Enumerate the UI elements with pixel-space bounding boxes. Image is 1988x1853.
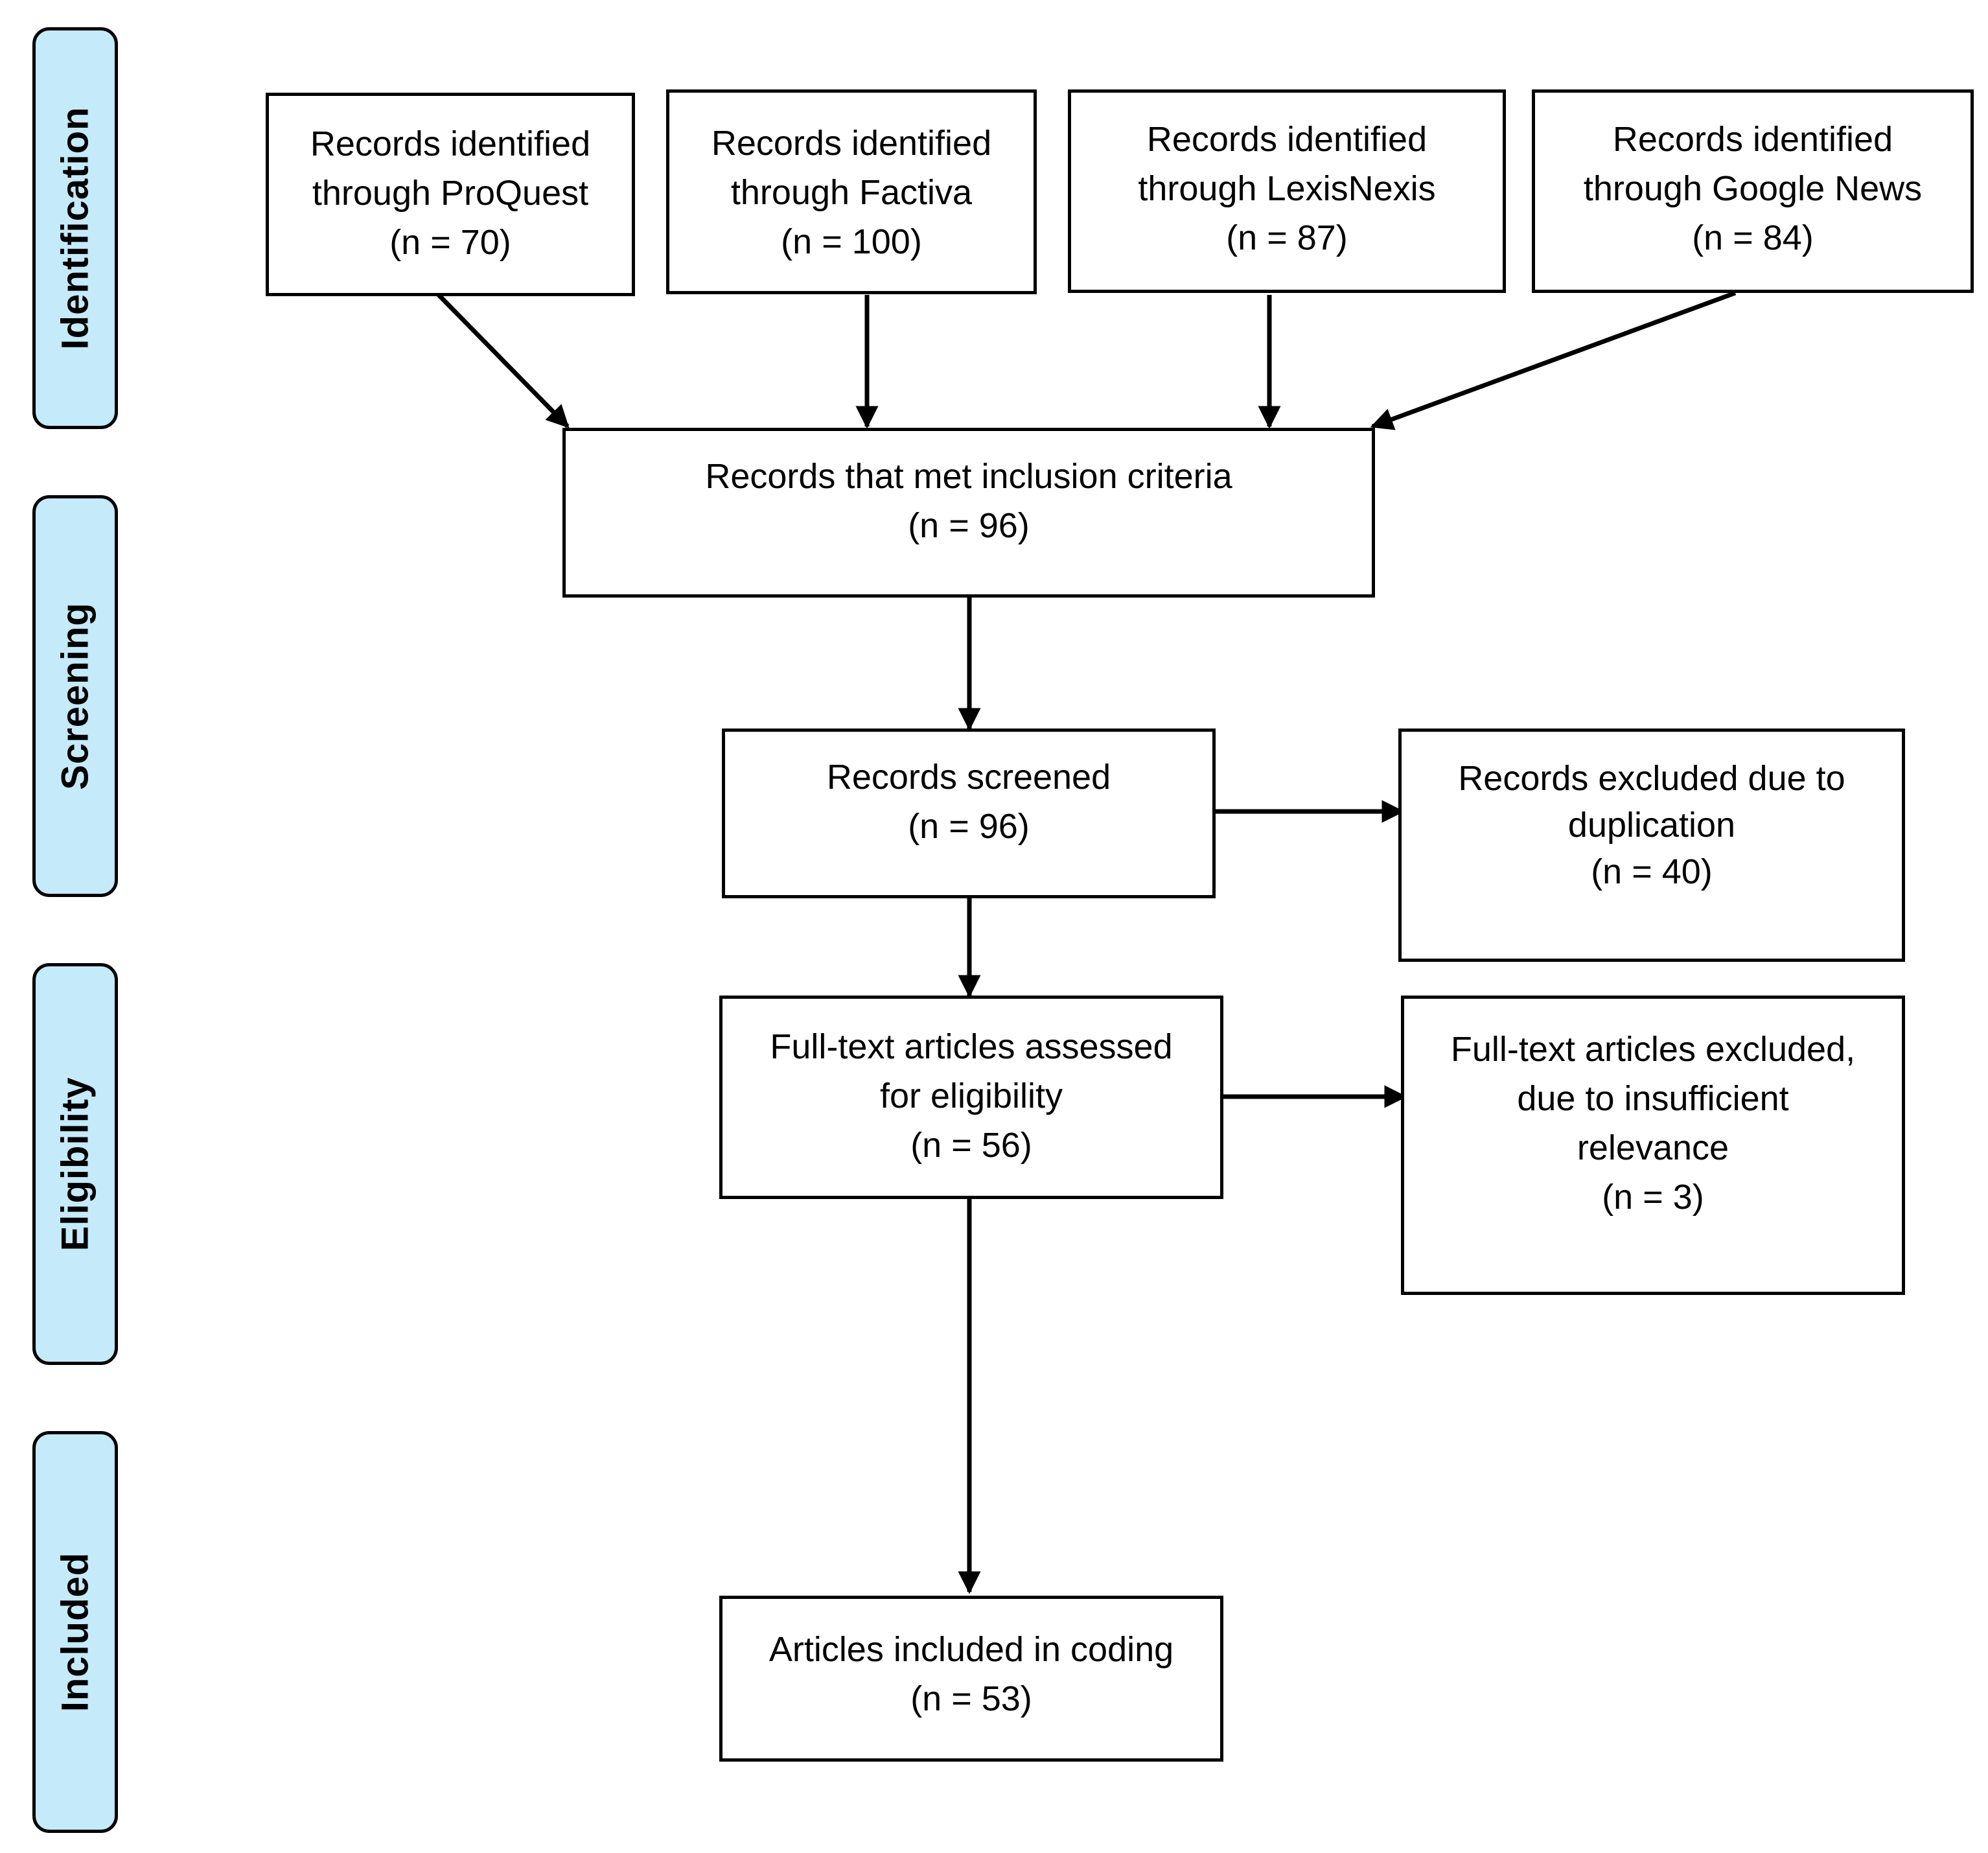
box-lexisnexis: Records identified through LexisNexis (n…: [1068, 89, 1506, 293]
stage-screening-label: Screening: [54, 602, 97, 790]
stage-screening: Screening: [32, 495, 118, 897]
box-excluded-duplication: Records excluded due to duplication (n =…: [1398, 728, 1905, 962]
box-articles-included: Articles included in coding (n = 53): [719, 1596, 1223, 1762]
box-excluded-relevance-line-4: (n = 3): [1602, 1178, 1704, 1217]
box-factiva-line-1: Records identified: [711, 124, 992, 163]
arrow-google-news-to-inclusion: [1370, 290, 1737, 430]
box-included-line-2: (n = 53): [910, 1679, 1032, 1718]
box-proquest-line-3: (n = 70): [389, 223, 511, 262]
box-excluded-duplication-line-3: (n = 40): [1591, 852, 1713, 891]
box-google-news-line-3: (n = 84): [1692, 218, 1814, 257]
stage-eligibility-label: Eligibility: [54, 1077, 97, 1252]
box-records-screened: Records screened (n = 96): [722, 728, 1216, 898]
box-excluded-duplication-line-1: Records excluded due to: [1458, 759, 1845, 798]
box-inclusion-line-2: (n = 96): [908, 506, 1030, 545]
box-excluded-relevance-line-2: due to insufficient: [1517, 1079, 1789, 1118]
box-full-text-line-2: for eligibility: [879, 1077, 1063, 1115]
box-proquest: Records identified through ProQuest (n =…: [266, 93, 635, 296]
box-full-text-line-1: Full-text articles assessed: [770, 1027, 1173, 1066]
box-full-text-assessed: Full-text articles assessed for eligibil…: [719, 996, 1223, 1199]
stage-identification-label: Identification: [54, 106, 97, 350]
box-inclusion-criteria: Records that met inclusion criteria (n =…: [562, 428, 1375, 598]
arrow-proquest-to-inclusion: [433, 290, 570, 428]
box-factiva-line-3: (n = 100): [781, 222, 922, 261]
box-lexisnexis-line-3: (n = 87): [1226, 218, 1348, 257]
box-screened-line-2: (n = 96): [908, 807, 1030, 846]
box-google-news: Records identified through Google News (…: [1532, 89, 1974, 293]
box-full-text-line-3: (n = 56): [910, 1126, 1032, 1165]
stage-included-label: Included: [54, 1552, 97, 1712]
stage-included: Included: [32, 1431, 118, 1833]
box-lexisnexis-line-1: Records identified: [1146, 120, 1427, 159]
box-proquest-line-1: Records identified: [310, 124, 591, 163]
box-included-line-1: Articles included in coding: [769, 1630, 1174, 1669]
box-factiva: Records identified through Factiva (n = …: [666, 89, 1037, 294]
box-google-news-line-2: through Google News: [1583, 169, 1923, 208]
box-excluded-duplication-line-2: duplication: [1567, 806, 1736, 845]
stage-identification: Identification: [32, 27, 118, 429]
box-lexisnexis-line-2: through LexisNexis: [1138, 169, 1436, 208]
box-excluded-relevance-line-1: Full-text articles excluded,: [1450, 1030, 1856, 1069]
box-excluded-relevance-line-3: relevance: [1577, 1128, 1729, 1167]
box-google-news-line-1: Records identified: [1612, 120, 1893, 159]
stage-eligibility: Eligibility: [32, 963, 118, 1365]
box-inclusion-line-1: Records that met inclusion criteria: [705, 457, 1232, 496]
box-factiva-line-2: through Factiva: [730, 173, 973, 212]
box-screened-line-1: Records screened: [826, 758, 1111, 797]
box-proquest-line-2: through ProQuest: [312, 174, 589, 213]
box-excluded-relevance: Full-text articles excluded, due to insu…: [1401, 996, 1905, 1295]
